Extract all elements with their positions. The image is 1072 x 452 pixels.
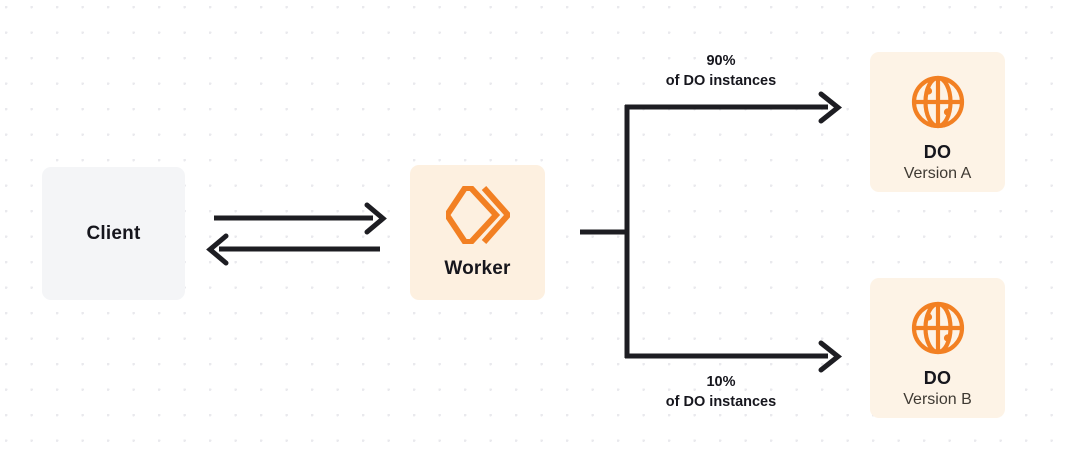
arrow-client-to-worker xyxy=(214,202,387,235)
globe-icon xyxy=(910,300,966,356)
globe-icon xyxy=(910,74,966,130)
node-do-version-a[interactable]: DO Version A xyxy=(870,52,1005,192)
node-do-b-label: DO xyxy=(923,368,952,388)
arrow-worker-to-do-b xyxy=(625,340,843,373)
node-client-label: Client xyxy=(86,222,141,244)
node-do-a-sublabel: Version A xyxy=(903,165,972,182)
cloudflare-workers-icon xyxy=(442,184,512,245)
edge-label-do-b-percent: 10% xyxy=(706,374,736,390)
arrow-worker-to-do-a xyxy=(625,91,843,124)
node-do-version-b[interactable]: DO Version B xyxy=(870,278,1005,418)
node-do-a-label: DO xyxy=(923,142,952,162)
node-worker[interactable]: Worker xyxy=(410,165,545,300)
arrow-worker-to-client xyxy=(206,233,380,266)
edge-label-do-a-percent: 90% xyxy=(706,53,736,69)
edge-label-do-b: 10% of DO instances xyxy=(627,373,815,412)
node-worker-label: Worker xyxy=(444,257,511,279)
edge-label-do-a-detail: of DO instances xyxy=(665,72,777,89)
node-client[interactable]: Client xyxy=(42,167,185,300)
edge-label-do-b-detail: of DO instances xyxy=(665,393,777,410)
branch-trunk xyxy=(580,105,630,358)
node-do-b-sublabel: Version B xyxy=(903,391,972,408)
edge-label-do-a: 90% of DO instances xyxy=(627,52,815,91)
